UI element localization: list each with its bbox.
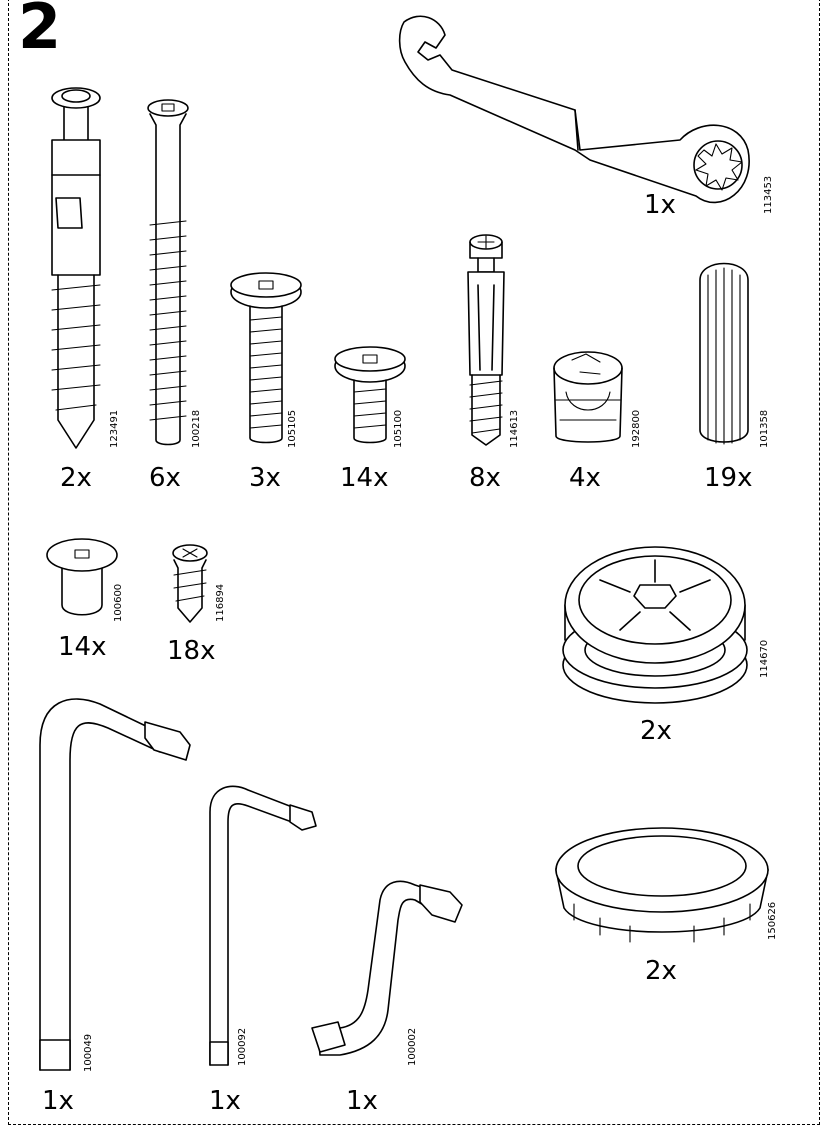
small-screw-code: 116894: [215, 583, 226, 622]
wrench-qty: 1x: [644, 190, 676, 220]
cam-pin-illustration: [467, 234, 505, 446]
levelling-foot-code: 114670: [759, 639, 770, 678]
bolt-short-qty: 14x: [340, 463, 389, 493]
cam-lock-qty: 4x: [569, 463, 601, 493]
barrel-nut-code: 100600: [113, 583, 124, 622]
lag-screw-code: 123491: [109, 409, 120, 448]
page-border: [8, 0, 820, 1125]
cam-pin-qty: 8x: [469, 463, 501, 493]
long-screw-illustration: [147, 99, 189, 446]
cover-cap-illustration: [555, 827, 769, 943]
wrench-illustration: [398, 15, 750, 204]
z-allen-key-qty: 1x: [346, 1086, 378, 1116]
medium-allen-key-qty: 1x: [209, 1086, 241, 1116]
bolt-long-illustration: [230, 272, 302, 444]
lag-screw-qty: 2x: [60, 463, 92, 493]
dowel-illustration: [699, 262, 749, 445]
large-allen-key-qty: 1x: [42, 1086, 74, 1116]
levelling-foot-qty: 2x: [640, 716, 672, 746]
cam-lock-code: 192800: [631, 409, 642, 448]
barrel-nut-illustration: [46, 538, 118, 616]
lag-screw-illustration: [51, 87, 101, 449]
z-allen-key-illustration: [311, 880, 463, 1056]
large-allen-key-illustration: [39, 698, 191, 1071]
long-screw-code: 100218: [191, 409, 202, 448]
dowel-qty: 19x: [704, 463, 753, 493]
levelling-foot-illustration: [562, 546, 748, 704]
z-allen-key-code: 100002: [407, 1027, 418, 1066]
cam-lock-illustration: [553, 351, 623, 443]
cover-cap-qty: 2x: [645, 956, 677, 986]
bolt-long-qty: 3x: [249, 463, 281, 493]
small-screw-illustration: [172, 544, 208, 623]
barrel-nut-qty: 14x: [58, 632, 107, 662]
step-number: 2: [18, 0, 62, 63]
dowel-code: 101358: [759, 409, 770, 448]
long-screw-qty: 6x: [149, 463, 181, 493]
bolt-short-code: 105100: [393, 409, 404, 448]
wrench-code: 113453: [763, 175, 774, 214]
cam-pin-code: 114613: [509, 409, 520, 448]
bolt-long-code: 105105: [287, 409, 298, 448]
large-allen-key-code: 100049: [83, 1033, 94, 1072]
medium-allen-key-illustration: [209, 785, 317, 1066]
bolt-short-illustration: [334, 346, 406, 444]
cover-cap-code: 150626: [767, 901, 778, 940]
small-screw-qty: 18x: [167, 636, 216, 666]
medium-allen-key-code: 100092: [237, 1027, 248, 1066]
